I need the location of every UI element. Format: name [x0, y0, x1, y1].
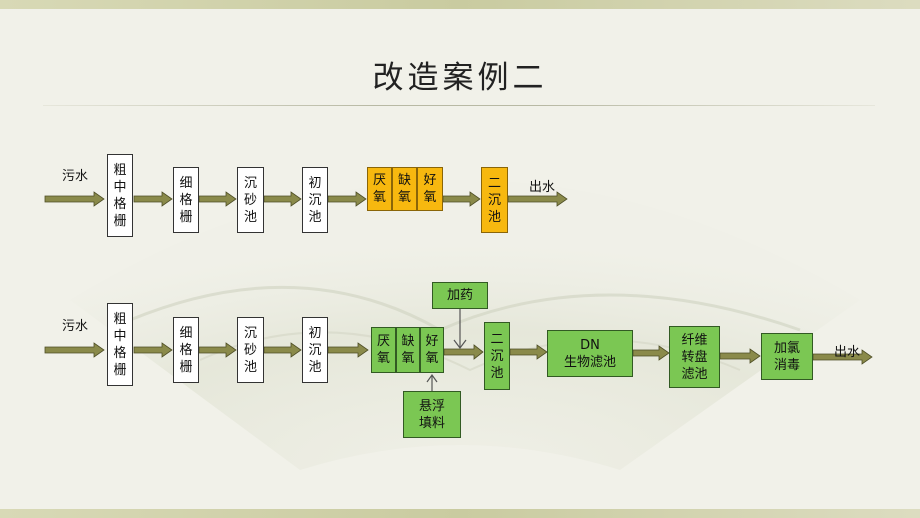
row2-primary-clarifier-text: 初沉池 [308, 325, 322, 375]
row1-grit-chamber-text: 沉砂池 [243, 175, 257, 225]
row2-primary-clarifier: 初沉池 [302, 317, 328, 383]
flow-arrow [198, 342, 237, 358]
row2-dn-biofilter-title: DN [580, 337, 600, 353]
row1-grit-chamber: 沉砂池 [237, 167, 264, 233]
flow-arrow [327, 191, 367, 207]
row2-inlet-label: 污水 [62, 319, 89, 334]
row2-fine-screen: 细格栅 [173, 317, 199, 383]
flow-arrow [133, 191, 173, 207]
flow-arrow [263, 191, 302, 207]
row1-anaerobic-tank: 厌氧 [367, 167, 392, 211]
flow-arrow [44, 342, 105, 358]
flow-arrow [443, 344, 484, 360]
row2-dosing-text: 加药 [446, 288, 473, 303]
flow-arrow [263, 342, 302, 358]
flow-arrow [442, 191, 481, 207]
row2-coarse-screen: 粗中格栅 [107, 303, 133, 386]
row2-chlorination: 加氯消毒 [761, 333, 813, 380]
row2-outlet-label: 出水 [834, 345, 861, 360]
row1-secondary-clarifier-text: 二沉池 [487, 175, 501, 225]
flow-arrow [327, 342, 369, 358]
row2-anaerobic-text: 厌氧 [376, 334, 390, 366]
row1-anoxic-text: 缺氧 [397, 173, 411, 205]
flow-arrow [198, 191, 237, 207]
row2-fiber-disc-filter-text: 纤维转盘滤池 [681, 332, 708, 382]
row1-fine-screen-text: 细格栅 [179, 175, 193, 225]
row2-dn-biofilter-subtitle: 生物滤池 [563, 354, 616, 370]
row2-anoxic-tank: 缺氧 [396, 327, 420, 373]
page-title: 改造案例二 [372, 60, 548, 96]
flow-arrow [812, 349, 873, 365]
row1-secondary-clarifier: 二沉池 [481, 167, 508, 233]
flow-arrow [632, 345, 670, 361]
row1-fine-screen: 细格栅 [173, 167, 199, 233]
row1-aerobic-tank: 好氧 [417, 167, 443, 211]
title-divider [43, 105, 875, 106]
row2-fiber-disc-filter: 纤维转盘滤池 [669, 326, 720, 388]
flow-arrow [719, 348, 761, 364]
flow-arrow [507, 191, 568, 207]
row2-secondary-clarifier: 二沉池 [484, 322, 510, 390]
row2-anoxic-text: 缺氧 [401, 334, 415, 366]
row2-chlorination-text: 加氯消毒 [773, 340, 800, 373]
row1-coarse-screen-text: 粗中格栅 [113, 162, 127, 229]
row2-fine-screen-text: 细格栅 [179, 325, 193, 375]
row1-primary-clarifier-text: 初沉池 [308, 175, 322, 225]
row2-dosing-box: 加药 [432, 282, 488, 309]
row2-anaerobic-tank: 厌氧 [371, 327, 396, 373]
row2-aerobic-tank: 好氧 [420, 327, 444, 373]
row2-aerobic-text: 好氧 [425, 334, 439, 366]
row1-outlet-label: 出水 [529, 180, 556, 195]
row2-grit-chamber-text: 沉砂池 [243, 325, 257, 375]
row2-dn-biofilter: DN 生物滤池 [547, 330, 633, 377]
row1-aerobic-text: 好氧 [423, 173, 437, 205]
row1-coarse-screen: 粗中格栅 [107, 154, 133, 237]
flow-arrow [133, 342, 173, 358]
row1-inlet-label: 污水 [62, 169, 89, 184]
row1-anaerobic-text: 厌氧 [372, 173, 386, 205]
row1-anoxic-tank: 缺氧 [392, 167, 417, 211]
top-decor-band [0, 0, 920, 9]
row2-coarse-screen-text: 粗中格栅 [113, 311, 127, 378]
row2-suspended-media-text: 悬浮填料 [418, 398, 445, 431]
row2-grit-chamber: 沉砂池 [237, 317, 264, 383]
row2-suspended-media-box: 悬浮填料 [403, 391, 461, 438]
row2-secondary-clarifier-text: 二沉池 [490, 331, 504, 381]
flow-arrow [44, 191, 105, 207]
bottom-decor-band [0, 509, 920, 518]
row1-primary-clarifier: 初沉池 [302, 167, 328, 233]
flow-arrow [509, 344, 548, 360]
